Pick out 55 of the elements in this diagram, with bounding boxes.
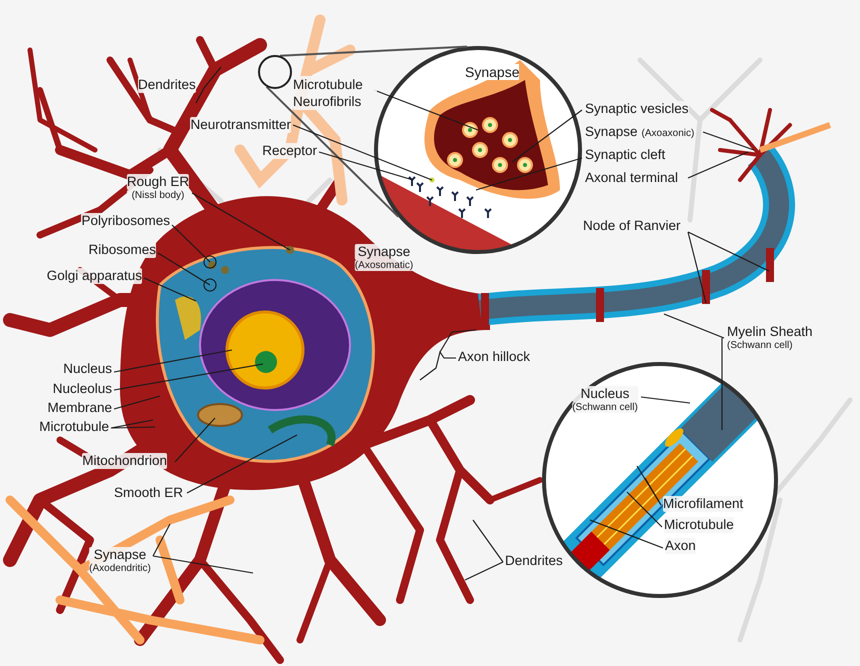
part-label: Synapse bbox=[585, 124, 638, 140]
leader-line bbox=[196, 88, 204, 104]
leader-line bbox=[114, 349, 232, 373]
part-label: Receptor bbox=[262, 143, 317, 159]
leader-line bbox=[144, 278, 196, 302]
leader-line bbox=[590, 519, 664, 549]
leader-line bbox=[472, 520, 504, 562]
leader-line bbox=[152, 555, 254, 574]
leader-line bbox=[318, 151, 414, 181]
part-label: Rough ER bbox=[126, 174, 190, 190]
inset-heading: Synapse bbox=[465, 64, 520, 80]
leader-line bbox=[186, 434, 298, 494]
bracket-leader-line bbox=[419, 329, 477, 381]
leader-line bbox=[158, 252, 210, 286]
leader-line bbox=[464, 562, 504, 580]
part-label: Nucleus bbox=[572, 386, 638, 402]
part-label: Neurotransmitter bbox=[190, 117, 291, 133]
leader-line bbox=[174, 418, 216, 462]
part-sublabel: (Axosomatic) bbox=[354, 260, 414, 271]
leader-line bbox=[114, 395, 160, 410]
magnifier-line bbox=[266, 86, 399, 218]
leader-line bbox=[172, 224, 210, 262]
part-label: Axon bbox=[665, 538, 696, 554]
part-label: Polyribosomes bbox=[81, 213, 170, 229]
leader-line bbox=[204, 66, 222, 88]
leader-line bbox=[640, 396, 690, 404]
part-label: Microtubule bbox=[664, 517, 734, 533]
leader-line bbox=[687, 232, 707, 304]
part-sublabel: (Axodendritic) bbox=[89, 563, 151, 574]
magnifier-circle bbox=[258, 55, 292, 89]
part-label: Myelin Sheath bbox=[727, 324, 813, 340]
magnifier-line bbox=[280, 46, 468, 57]
leader-line bbox=[702, 131, 754, 151]
leader-line bbox=[110, 426, 156, 429]
part-label: Synaptic cleft bbox=[585, 147, 666, 163]
part-label: Dendrites bbox=[138, 77, 196, 93]
leader-line bbox=[292, 124, 432, 181]
leader-line bbox=[114, 363, 264, 391]
leader-line bbox=[626, 492, 662, 528]
part-label: Microtubule Neurofibrils bbox=[293, 76, 377, 110]
part-label: Synaptic vesicles bbox=[585, 101, 689, 117]
part-sublabel: (Axoaxonic) bbox=[642, 128, 694, 139]
part-sublabel: (Schwann cell) bbox=[572, 402, 638, 413]
part-label: Golgi apparatus bbox=[46, 268, 142, 284]
leader-line bbox=[110, 419, 154, 429]
part-label: Ribosomes bbox=[88, 242, 156, 258]
leader-line bbox=[688, 232, 770, 272]
leader-line bbox=[512, 110, 582, 162]
leader-line bbox=[192, 192, 290, 250]
leader-line bbox=[688, 152, 748, 178]
leader-line bbox=[644, 478, 662, 506]
leader-line bbox=[152, 524, 170, 556]
leader-line bbox=[663, 313, 725, 431]
part-label: Mitochondrion bbox=[82, 453, 167, 469]
part-label: Microfilament bbox=[663, 496, 744, 512]
